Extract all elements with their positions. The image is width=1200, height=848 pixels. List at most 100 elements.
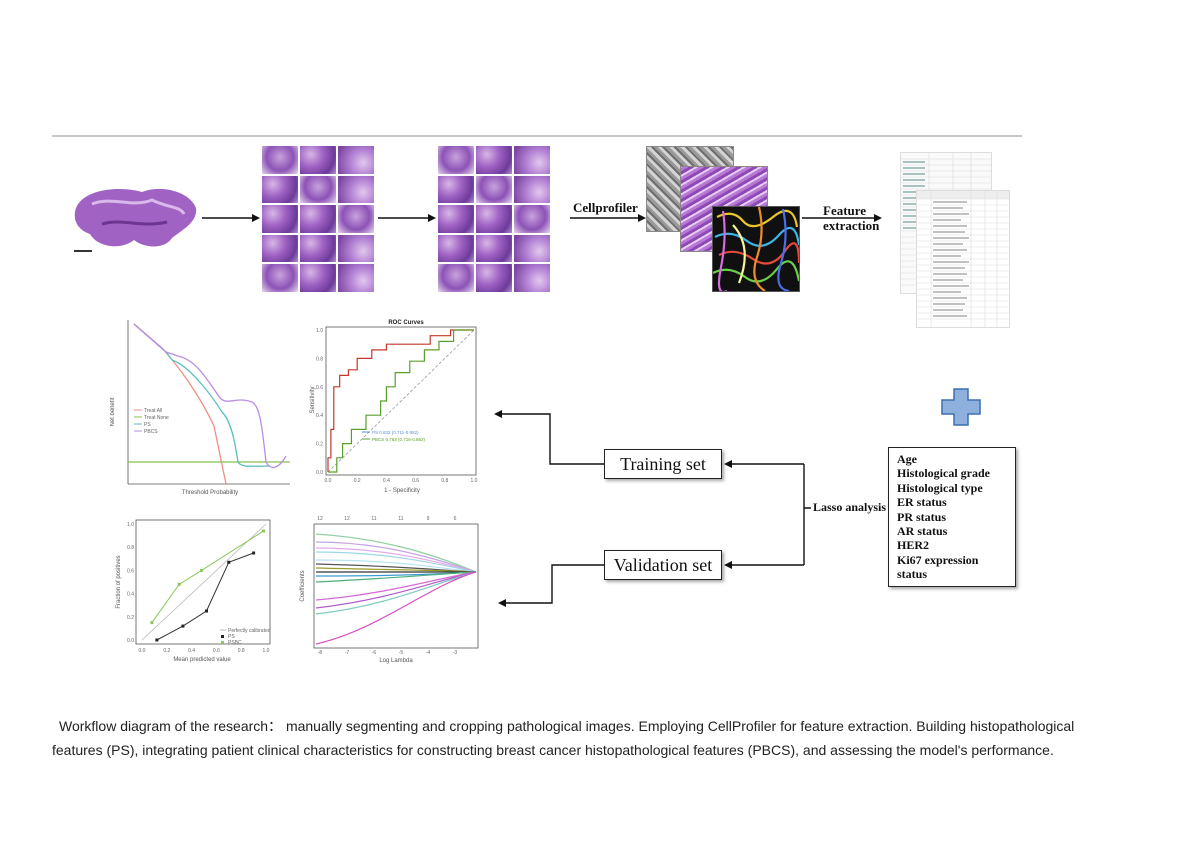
calibration-pbcs-point xyxy=(200,568,204,572)
lasso-top-tick: 11 xyxy=(371,516,376,522)
cropped-tiles-grid xyxy=(438,146,550,292)
roc-y-tick: 0.6 xyxy=(316,385,323,391)
clinical-features-box: Age Histological grade Histological type… xyxy=(888,447,1016,587)
lasso-x-tick: -8 xyxy=(318,650,323,656)
dca-ps-line xyxy=(133,323,271,467)
calibration-ps-point xyxy=(181,624,185,628)
calibration-perfect-line xyxy=(141,523,267,641)
whole-slide-image xyxy=(72,178,198,258)
clinical-item: PR status xyxy=(897,509,947,524)
roc-x-tick: 0.4 xyxy=(383,478,390,484)
calibration-ps-point xyxy=(252,551,256,555)
feature-extraction-line2: extraction xyxy=(823,218,880,233)
cal-legend-2: PSBC xyxy=(228,640,242,646)
calibration-ps-line xyxy=(156,552,254,641)
roc-x-tick: 1.0 xyxy=(471,478,478,484)
roc-plot-frame xyxy=(325,326,477,476)
feature-spreadsheet-front xyxy=(916,190,1010,328)
calibration-pbcs-point xyxy=(150,621,154,625)
dca-legend-3: PBCS xyxy=(144,429,158,435)
calibration-x-tick: 1.0 xyxy=(263,648,270,654)
lasso-x-tick: -5 xyxy=(399,650,404,656)
lasso-x-tick: -4 xyxy=(426,650,431,656)
roc-curve-ps xyxy=(327,329,474,472)
lasso-paths xyxy=(315,533,477,645)
calibration-x-tick: 0.4 xyxy=(188,648,195,654)
dca-legend-1: Treat None xyxy=(144,415,169,421)
arrow-to-cellprofiler xyxy=(570,214,646,222)
calibration-y-tick: 0.6 xyxy=(127,568,134,574)
connector-validation-to-plots xyxy=(506,564,604,604)
roc-y-tick: 0.2 xyxy=(316,442,323,448)
figure-caption: Workflow diagram of the research： manual… xyxy=(52,714,1162,762)
arrowhead-validation-plots xyxy=(498,599,506,607)
roc-y-tick: 0.8 xyxy=(316,356,323,362)
validation-set-box: Validation set xyxy=(604,550,722,580)
roc-curve-pbcs xyxy=(328,329,474,473)
clinical-item: Histological type xyxy=(897,480,983,495)
dca-x-label: Threshold Probability xyxy=(182,490,238,496)
top-divider-line xyxy=(52,135,1022,137)
plus-icon xyxy=(941,388,981,426)
calibration-ps-point xyxy=(155,638,159,642)
training-set-box: Training set xyxy=(604,449,722,479)
roc-diagonal xyxy=(327,329,475,473)
arrowhead-training-plots xyxy=(494,410,502,418)
lasso-analysis-label: Lasso analysis xyxy=(811,500,889,515)
roc-legend-0: PS 0.832 (0.711-0.952) xyxy=(372,430,419,435)
clinical-item: Ki67 expression xyxy=(897,552,979,567)
calibration-x-tick: 0.2 xyxy=(163,648,170,654)
calibration-y-label: Fraction of positives xyxy=(116,555,122,608)
lasso-x-label: Log Lambda xyxy=(379,658,413,664)
calibration-y-tick: 1.0 xyxy=(127,522,134,528)
feature-extraction-line1: Feature xyxy=(823,203,867,218)
dca-treat-all-line xyxy=(133,323,227,485)
connector-training-to-plots xyxy=(502,413,604,465)
lasso-top-tick: 6 xyxy=(454,516,457,522)
calibration-ps-point xyxy=(227,560,231,564)
roc-title: ROC Curves xyxy=(388,320,424,326)
calibration-pbcs-line xyxy=(151,530,264,623)
calibration-pbcs-point xyxy=(177,582,181,586)
roc-y-label: Sensitivity xyxy=(310,386,316,413)
clinical-item: ER status xyxy=(897,495,947,510)
decision-curve-chart: Net benefit Threshold Probability Treat … xyxy=(110,320,290,496)
feature-extraction-label: Feature extraction xyxy=(823,203,879,233)
lasso-top-tick: 11 xyxy=(398,516,403,522)
dca-legend-0: Treat All xyxy=(144,408,162,414)
dca-legend-2: PS xyxy=(144,422,151,428)
calibration-ps-point xyxy=(204,609,208,613)
dca-legend: Treat All Treat None PS PBCS xyxy=(134,408,169,435)
cellprofiler-label: Cellprofiler xyxy=(573,200,638,215)
calibration-y-tick: 0.2 xyxy=(127,615,134,621)
roc-y-tick: 1.0 xyxy=(316,328,323,334)
clinical-item: AR status xyxy=(897,524,948,539)
dca-pbcs-line xyxy=(133,323,287,468)
calibration-x-label: Mean predicted value xyxy=(173,657,231,663)
arrowhead-to-training xyxy=(724,460,732,468)
roc-legend-1: PBCS 0.763 (0.716-0.862) xyxy=(372,437,426,442)
arrowhead-to-validation xyxy=(724,561,732,569)
lasso-y-label: Coefficients xyxy=(300,570,306,601)
dca-y-label: Net benefit xyxy=(110,397,116,426)
lasso-top-tick: 9 xyxy=(427,516,430,522)
calibration-y-tick: 0.4 xyxy=(127,592,134,598)
roc-x-tick: 0.6 xyxy=(412,478,419,484)
arrow-to-feature-table xyxy=(802,214,882,222)
lasso-x-tick: -3 xyxy=(453,650,458,656)
caption-line-1: Workflow diagram of the research： manual… xyxy=(59,718,1075,734)
calibration-x-tick: 0.8 xyxy=(238,648,245,654)
lasso-x-tick: -6 xyxy=(372,650,377,656)
cal-legend-1: PS xyxy=(228,634,235,640)
lasso-top-tick: 12 xyxy=(317,516,323,522)
calibration-legend: Perfectly calibrated PS PSBC xyxy=(220,628,271,646)
lasso-x-tick: -7 xyxy=(345,650,350,656)
clinical-item: status xyxy=(897,567,928,582)
calibration-x-tick: 0.0 xyxy=(139,648,146,654)
roc-y-tick: 0.0 xyxy=(316,470,323,476)
roc-x-label: 1 - Specificity xyxy=(384,488,420,494)
clinical-item: Age xyxy=(897,452,917,466)
lasso-frame xyxy=(313,523,479,649)
